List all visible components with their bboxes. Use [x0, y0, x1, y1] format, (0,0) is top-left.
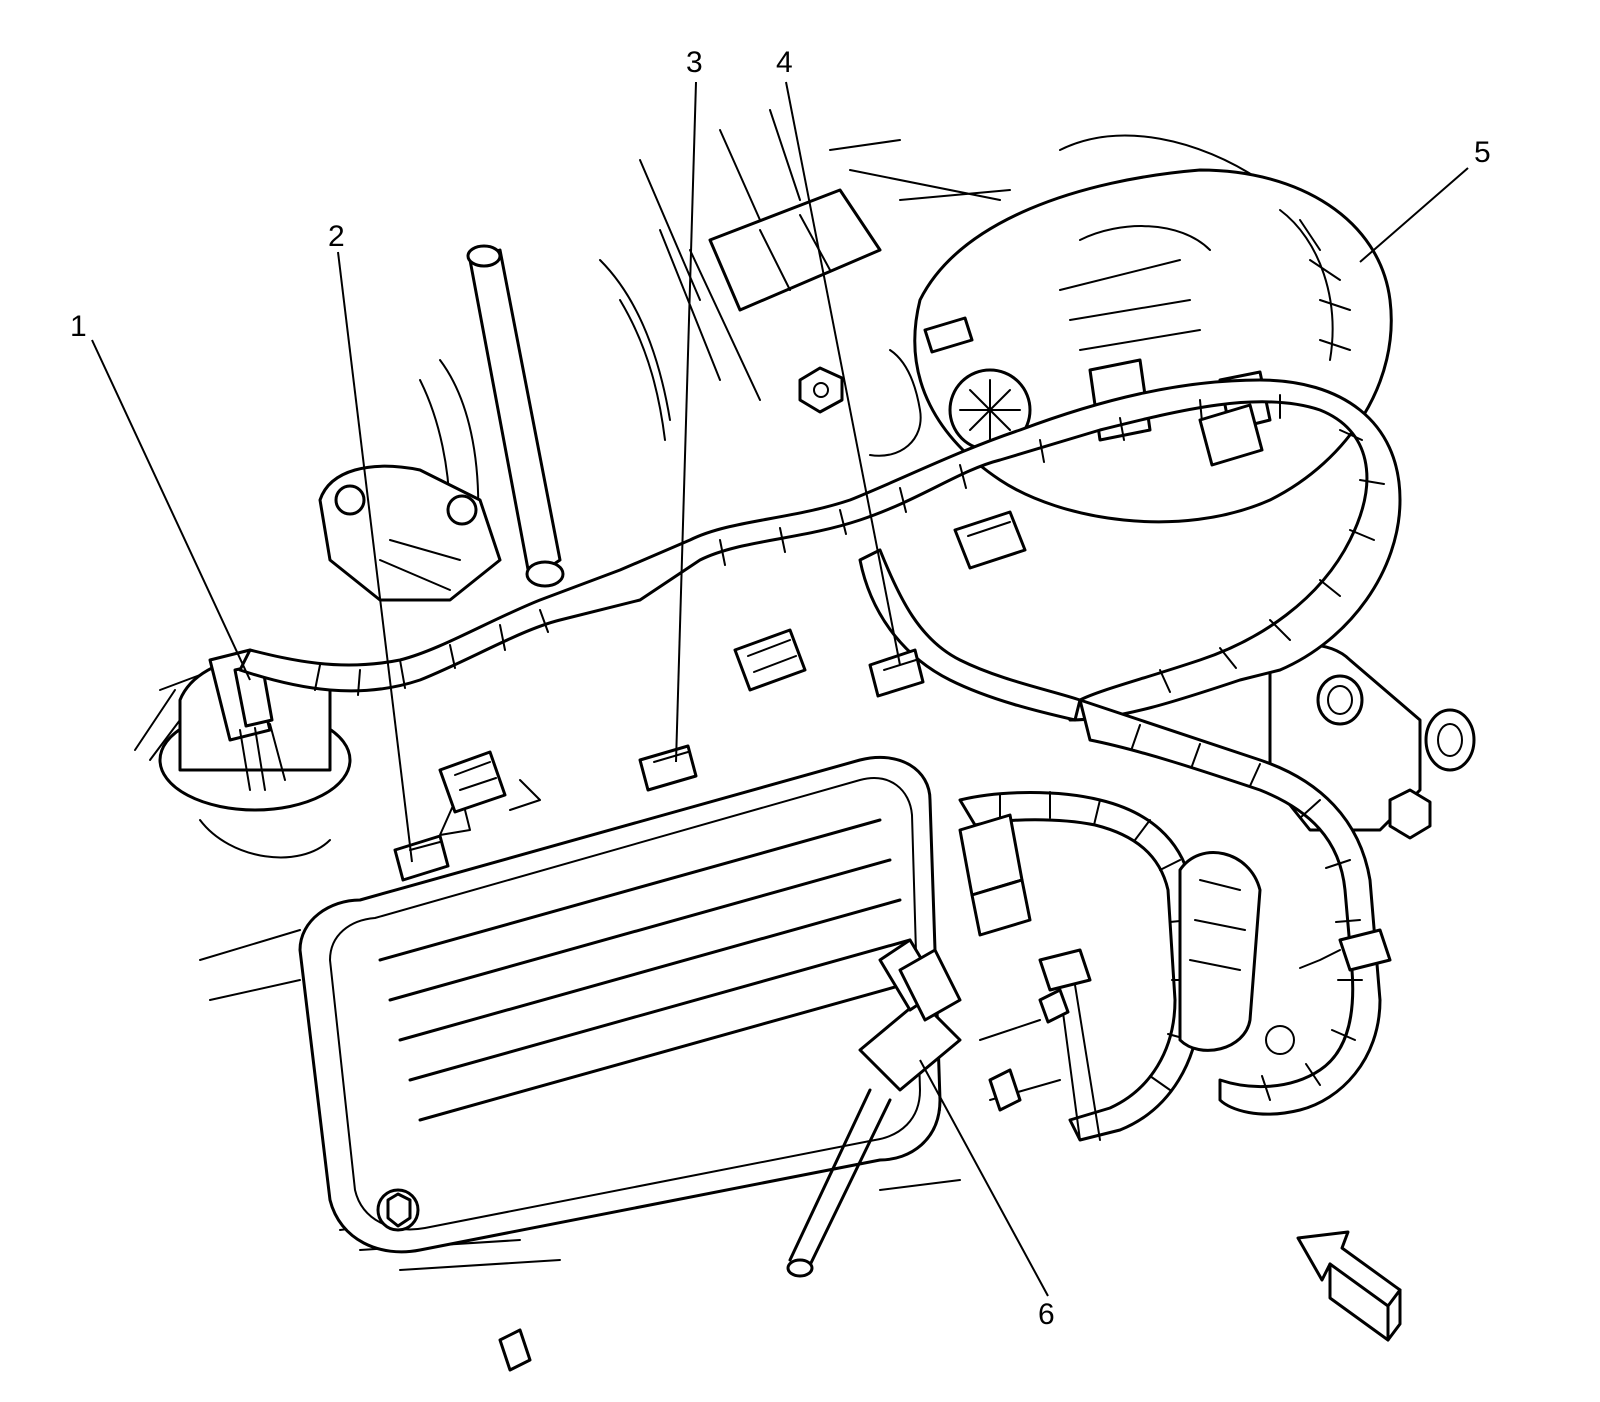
leader-line-3	[675, 81, 697, 763]
leader-line-2	[337, 251, 413, 863]
callout-label-1: 1	[70, 310, 87, 343]
fuel-injector-2	[393, 834, 450, 882]
connectors	[438, 403, 1264, 1141]
view-direction-arrow-icon	[1296, 1230, 1402, 1342]
sensor-6	[786, 938, 962, 1278]
vacuum-tube	[466, 244, 565, 588]
fuel-injector-3	[638, 744, 698, 792]
fuel-injector-4	[868, 648, 925, 698]
alternator	[913, 168, 1393, 524]
wiring-harness	[238, 378, 1402, 1142]
intake-pipe	[708, 188, 882, 312]
leader-line-4	[785, 81, 901, 666]
accessory-bracket	[1178, 851, 1392, 1055]
leader-lines	[91, 81, 1469, 1297]
leader-line-6	[919, 1059, 1049, 1297]
callout-label-4: 4	[776, 46, 793, 79]
valve-cover	[298, 755, 942, 1254]
coolant-outlet	[1268, 643, 1476, 840]
callout-labels: 1 2 3 4 5 6	[70, 46, 1491, 1331]
alternator-nut	[798, 316, 974, 457]
callout-label-5: 5	[1474, 136, 1491, 169]
leader-line-1	[91, 339, 251, 681]
callout-label-6: 6	[1038, 1298, 1055, 1331]
small-fittings	[498, 988, 1070, 1372]
leader-line-5	[1359, 167, 1469, 263]
callout-label-3: 3	[686, 46, 703, 79]
throttle-housing	[318, 464, 502, 602]
callout-label-2: 2	[328, 220, 345, 253]
